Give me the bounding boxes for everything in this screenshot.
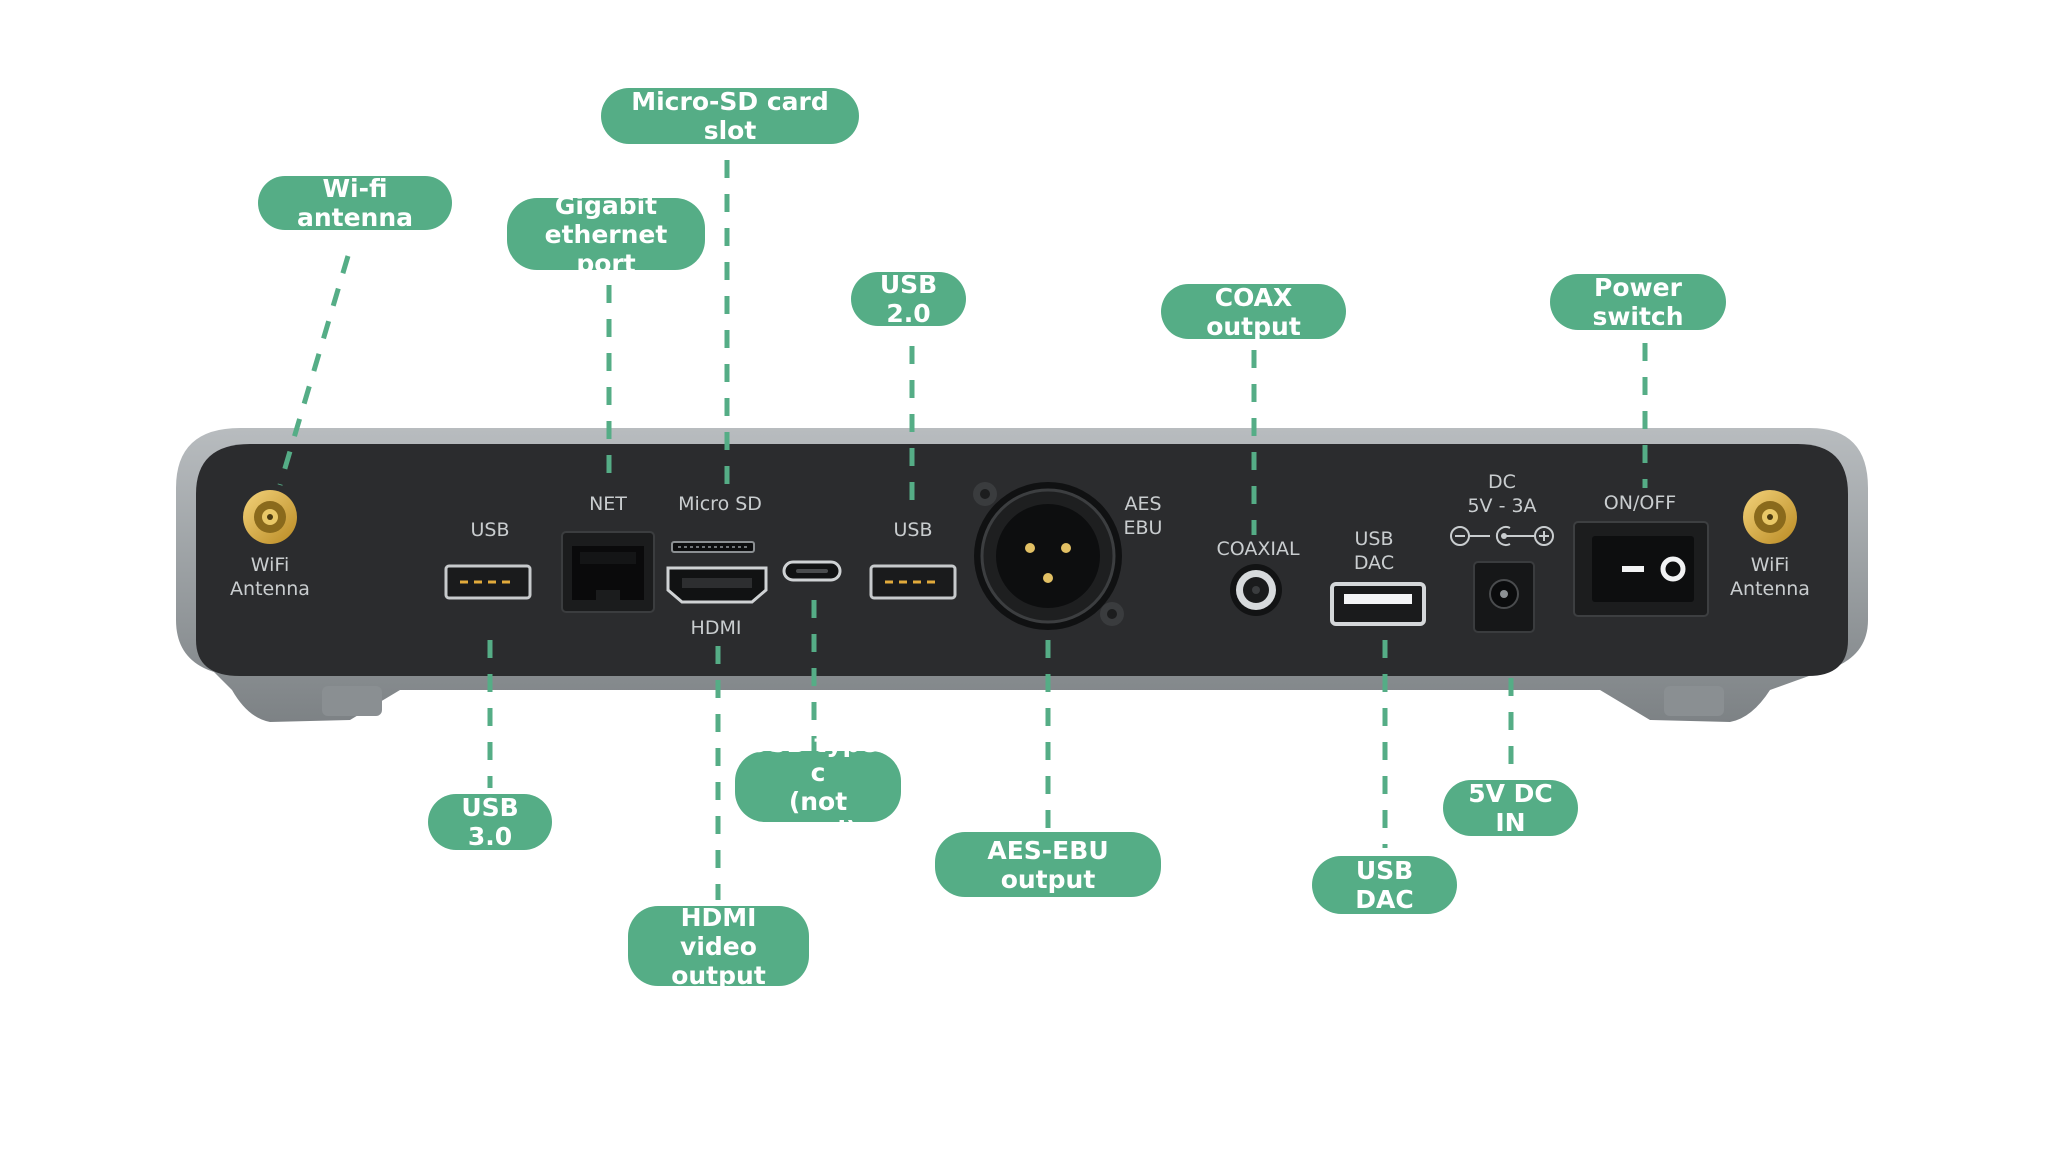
callout-micro-sd: Micro-SD card slot [601,87,859,145]
wifi-left-label-2: Antenna [230,578,310,600]
right-foot [1664,686,1724,716]
wifi-antenna-left-connector-icon [243,490,297,544]
wifi-left-label-1: WiFi [251,554,289,576]
on-off-label: ON/OFF [1604,492,1676,514]
coaxial-connector-icon [1230,564,1282,616]
power-switch-icon [1573,521,1709,617]
dc-jack-icon [1473,561,1535,633]
usb-left-label: USB [470,519,509,541]
ebu-label: EBU [1124,517,1163,539]
usb-type-c-port-icon [782,560,842,582]
usb-3-port-icon [444,564,532,600]
callout-usb-2: USB 2.0 [851,270,966,328]
micro-sd-label: Micro SD [678,493,762,515]
leader-wifi [277,255,351,486]
dc-polarity-icon [1450,526,1554,546]
ethernet-port-icon [561,531,655,613]
hdmi-port-icon [666,566,768,604]
leader-lines [277,160,1648,900]
callout-hdmi-video-output: HDMI video output [628,903,809,990]
callout-usb-dac: USB DAC [1312,856,1457,914]
aes-label: AES [1124,493,1161,515]
coaxial-label: COAXIAL [1216,538,1300,560]
usb-2-port-icon [869,564,957,600]
xlr-connector-icon [973,482,1124,630]
usb-dac-label-1: USB [1354,528,1393,550]
callout-coax-output: COAX output [1161,283,1346,341]
net-label: NET [589,493,627,515]
callout-aes-ebu-output: AES-EBU output [935,832,1161,897]
wifi-right-label-2: Antenna [1730,578,1810,600]
callout-usb-type-c: USB type-c (not used) [735,729,901,845]
wifi-right-label-1: WiFi [1751,554,1789,576]
usb-dac-port-icon [1330,582,1426,626]
callout-dc-in: 5V DC IN [1443,779,1578,837]
callout-gigabit-ethernet: Gigabit ethernet port [507,191,705,278]
usb-right-label: USB [893,519,932,541]
dc-label: DC [1488,471,1516,493]
callout-usb-3: USB 3.0 [428,793,552,851]
callout-wifi-antenna: Wi-fi antenna [258,174,452,232]
hdmi-label: HDMI [691,617,742,639]
usb-dac-label-2: DAC [1354,552,1394,574]
wifi-antenna-right-connector-icon [1743,490,1797,544]
micro-sd-slot-icon [671,541,755,553]
dc-rating-label: 5V - 3A [1467,495,1536,517]
callout-power-switch: Power switch [1550,273,1726,331]
left-foot [322,686,382,716]
